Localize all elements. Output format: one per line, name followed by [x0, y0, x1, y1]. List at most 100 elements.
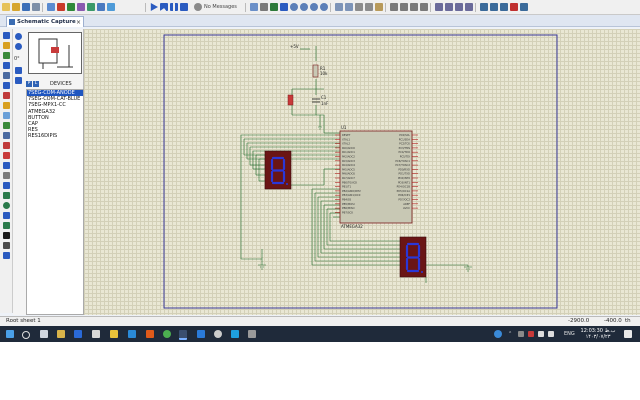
arc-tool-icon[interactable] [2, 212, 10, 219]
paste-icon[interactable] [374, 3, 383, 11]
open-folder-icon[interactable] [12, 3, 20, 11]
annotate-icon[interactable] [489, 3, 498, 11]
virtual-instrument-icon[interactable] [2, 172, 10, 179]
bus-icon[interactable] [2, 82, 10, 89]
line-tool-icon[interactable] [2, 182, 10, 189]
netlist-icon[interactable] [479, 3, 488, 11]
redo-icon[interactable] [344, 3, 353, 11]
cut-icon[interactable] [354, 3, 363, 11]
pan-icon[interactable] [279, 3, 288, 11]
taskbar-app-icon[interactable] [248, 330, 256, 338]
rotate-clockwise-icon[interactable] [15, 33, 22, 40]
grid-icon[interactable] [259, 3, 268, 11]
zoom-out-icon[interactable] [299, 3, 308, 11]
mirror-vertical-icon[interactable] [15, 77, 22, 84]
block-delete-icon[interactable] [419, 3, 428, 11]
taskbar-proteus-icon[interactable] [179, 330, 187, 340]
component-mode-icon[interactable] [2, 42, 10, 49]
terminal-icon[interactable] [2, 102, 10, 109]
zoom-all-icon[interactable] [309, 3, 318, 11]
task-view-icon[interactable] [40, 330, 48, 338]
volume-icon[interactable] [548, 331, 554, 337]
device-item[interactable]: RES [28, 127, 38, 134]
taskbar-app-icon[interactable] [146, 330, 154, 338]
device-item[interactable]: RES16DIPIS [28, 133, 58, 140]
tray-app-icon[interactable] [518, 331, 524, 337]
path-tool-icon[interactable] [2, 222, 10, 229]
voltage-probe-icon[interactable] [2, 152, 10, 159]
origin-icon[interactable] [269, 3, 278, 11]
selection-mode-icon[interactable] [2, 32, 10, 39]
schematic-icon[interactable] [57, 3, 65, 11]
electrical-rule-icon[interactable] [509, 3, 518, 11]
new-file-icon[interactable] [2, 3, 10, 11]
notification-icon[interactable] [624, 330, 632, 338]
taskbar-app-icon[interactable] [74, 330, 82, 338]
wire-label-icon[interactable] [2, 62, 10, 69]
pause-icon[interactable] [170, 3, 178, 11]
wire-autoroute-icon[interactable] [464, 3, 473, 11]
sheet-indicator[interactable]: Root sheet 1 [6, 318, 41, 324]
play-icon[interactable] [150, 3, 158, 11]
subcircuit-icon[interactable] [2, 92, 10, 99]
text-script-icon[interactable] [2, 72, 10, 79]
messages-icon[interactable] [194, 3, 202, 11]
taskbar-app-icon[interactable] [92, 330, 100, 338]
help-icon[interactable] [107, 3, 115, 11]
import-icon[interactable] [32, 3, 40, 11]
current-probe-icon[interactable] [2, 162, 10, 169]
copy-icon[interactable] [364, 3, 373, 11]
wifi-icon[interactable] [538, 331, 544, 337]
pick-device-button[interactable]: P [26, 81, 32, 87]
zoom-area-icon[interactable] [319, 3, 328, 11]
taskbar-app-icon[interactable] [57, 330, 65, 338]
tab-schematic-capture[interactable]: Schematic Capture × [6, 16, 84, 27]
library-manager-button[interactable]: L [33, 81, 39, 87]
decompose-icon[interactable] [454, 3, 463, 11]
tape-recorder-icon[interactable] [2, 132, 10, 139]
system-clock[interactable]: 12:03:30 ب.ظ ۱۴۰۳/۰۷/۲۳ [578, 328, 618, 340]
home-icon[interactable] [47, 3, 55, 11]
block-copy-icon[interactable] [389, 3, 398, 11]
device-item[interactable]: 7SEG-MPX1-CC [28, 102, 66, 109]
zoom-in-icon[interactable] [289, 3, 298, 11]
circle-tool-icon[interactable] [2, 202, 10, 209]
pick-device-icon[interactable] [434, 3, 443, 11]
rotate-anticlockwise-icon[interactable] [15, 43, 22, 50]
settings-icon[interactable] [214, 330, 222, 338]
notes-icon[interactable] [97, 3, 105, 11]
tray-app-icon[interactable] [528, 331, 534, 337]
pcb-icon[interactable] [67, 3, 75, 11]
tray-chevron-icon[interactable]: ⌃ [508, 331, 513, 337]
vscode-icon[interactable] [197, 330, 205, 338]
marker-tool-icon[interactable] [2, 252, 10, 259]
make-device-icon[interactable] [444, 3, 453, 11]
device-item[interactable]: BUTTON [28, 114, 49, 121]
rotation-value[interactable]: 0° [14, 56, 20, 62]
block-move-icon[interactable] [399, 3, 408, 11]
close-icon[interactable]: × [75, 18, 81, 26]
generator-icon[interactable] [2, 142, 10, 149]
mirror-horizontal-icon[interactable] [15, 67, 22, 74]
device-pin-icon[interactable] [2, 112, 10, 119]
device-item[interactable]: ATMEGA32 [28, 108, 56, 115]
chrome-icon[interactable] [163, 330, 171, 338]
bom-icon[interactable] [87, 3, 95, 11]
gerber-icon[interactable] [77, 3, 85, 11]
search-icon[interactable] [22, 331, 30, 339]
device-item[interactable]: CAP [28, 120, 38, 127]
taskbar-app-icon[interactable] [128, 330, 136, 338]
property-icon[interactable] [499, 3, 508, 11]
language-indicator[interactable]: ENG [564, 331, 575, 337]
block-rotate-icon[interactable] [409, 3, 418, 11]
symbol-tool-icon[interactable] [2, 242, 10, 249]
device-item[interactable]: 7SEG-COM-CAT-BLUE [28, 96, 81, 103]
taskbar-app-icon[interactable] [231, 330, 239, 338]
taskbar-app-icon[interactable] [110, 330, 118, 338]
box-tool-icon[interactable] [2, 192, 10, 199]
stop-icon[interactable] [180, 3, 188, 11]
graph-icon[interactable] [2, 122, 10, 129]
save-icon[interactable] [22, 3, 30, 11]
junction-dot-icon[interactable] [2, 52, 10, 59]
